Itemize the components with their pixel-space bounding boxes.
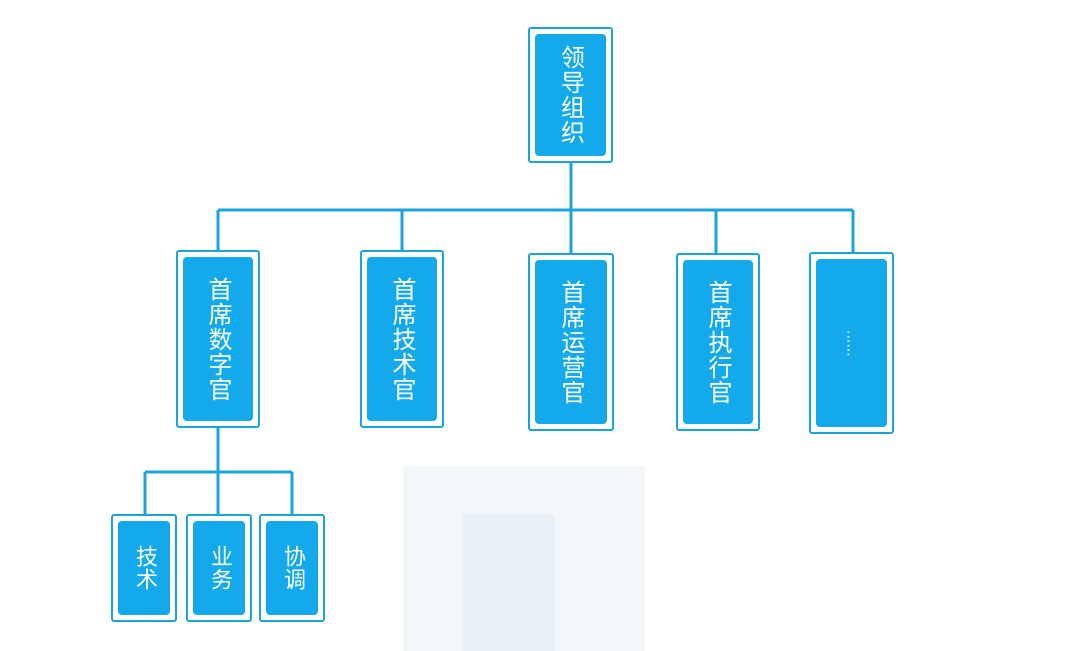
node-level2-cdo: 首席数字官 xyxy=(176,250,260,428)
node-level2-ceo: 首席执行官 xyxy=(676,253,760,431)
node-level2-ceo-label: 首席执行官 xyxy=(704,279,732,405)
node-level2-coo: 首席运营官 xyxy=(528,253,614,431)
node-level2-coo-label: 首席运营官 xyxy=(557,279,585,405)
node-level3-coordination: 协调 xyxy=(259,514,325,622)
node-level2-cdo-label: 首席数字官 xyxy=(204,276,232,402)
node-level2-cto: 首席技术官 xyxy=(360,250,444,428)
node-level3-coordination-label: 协调 xyxy=(280,545,305,591)
node-level2-more-label: ...... xyxy=(843,329,860,357)
node-level3-business-label: 业务 xyxy=(207,545,232,591)
node-level3-tech: 技术 xyxy=(111,514,177,622)
node-level3-business: 业务 xyxy=(186,514,252,622)
node-level2-more: ...... xyxy=(809,252,894,434)
node-level3-tech-label: 技术 xyxy=(132,545,157,591)
node-level2-cto-label: 首席技术官 xyxy=(388,276,416,402)
node-root: 领导组织 xyxy=(528,27,613,163)
watermark-logo xyxy=(403,466,645,651)
node-root-label: 领导组织 xyxy=(556,45,585,145)
